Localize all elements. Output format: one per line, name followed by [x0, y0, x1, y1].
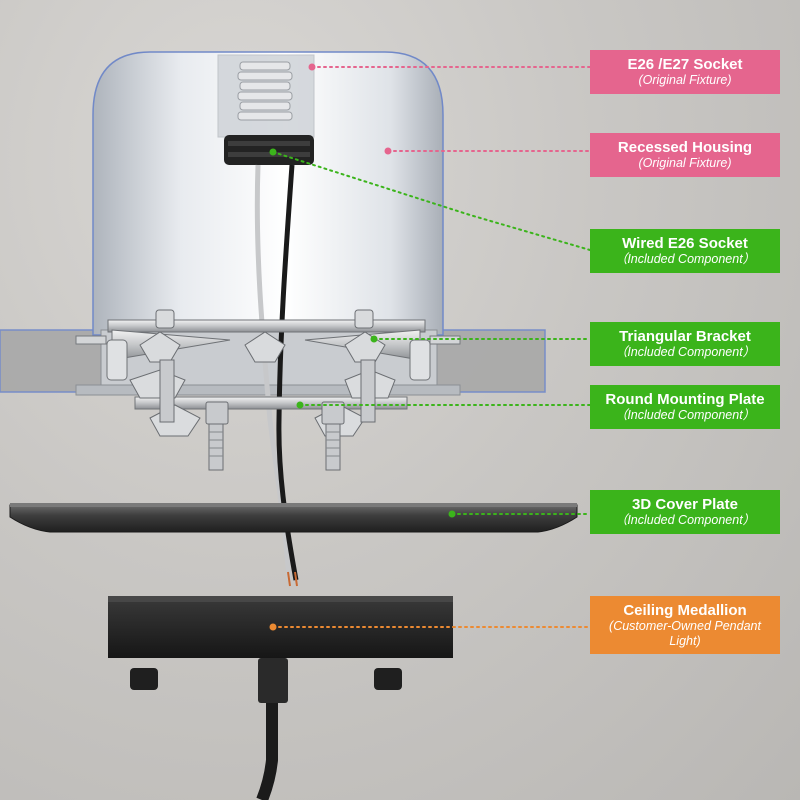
label-subtitle: （Included Component）	[614, 345, 756, 360]
label-subtitle: (Original Fixture)	[638, 156, 732, 171]
label-e26-e27-socket: E26 /E27 Socket (Original Fixture)	[590, 50, 780, 94]
leader-dots	[269, 63, 456, 631]
label-ceiling-medallion: Ceiling Medallion (Customer-Owned Pendan…	[590, 596, 780, 654]
label-subtitle: （Included Component）	[614, 252, 756, 267]
e26-socket	[217, 54, 315, 165]
label-title: Wired E26 Socket	[622, 235, 748, 252]
label-title: Ceiling Medallion	[623, 602, 747, 619]
label-3d-cover-plate: 3D Cover Plate （Included Component）	[590, 490, 780, 534]
triangular-bracket	[75, 309, 461, 381]
label-title: Recessed Housing	[617, 139, 753, 156]
label-subtitle: (Original Fixture)	[638, 73, 732, 88]
label-subtitle: （Included Component）	[614, 513, 756, 528]
label-round-mounting-plate: Round Mounting Plate （Included Component…	[590, 385, 780, 429]
round-mounting-plate	[129, 359, 408, 471]
label-title: E26 /E27 Socket	[627, 56, 743, 73]
label-title: Triangular Bracket	[619, 328, 751, 345]
label-recessed-housing: Recessed Housing (Original Fixture)	[590, 133, 780, 177]
cover-plate	[9, 503, 578, 533]
label-title: 3D Cover Plate	[632, 496, 738, 513]
label-triangular-bracket: Triangular Bracket （Included Component）	[590, 322, 780, 366]
label-wired-e26-socket: Wired E26 Socket （Included Component）	[590, 229, 780, 273]
label-title: Round Mounting Plate	[605, 391, 765, 408]
label-subtitle: (Customer-Owned Pendant Light)	[609, 619, 761, 648]
label-subtitle: （Included Component）	[614, 408, 756, 423]
leaders	[272, 66, 591, 628]
